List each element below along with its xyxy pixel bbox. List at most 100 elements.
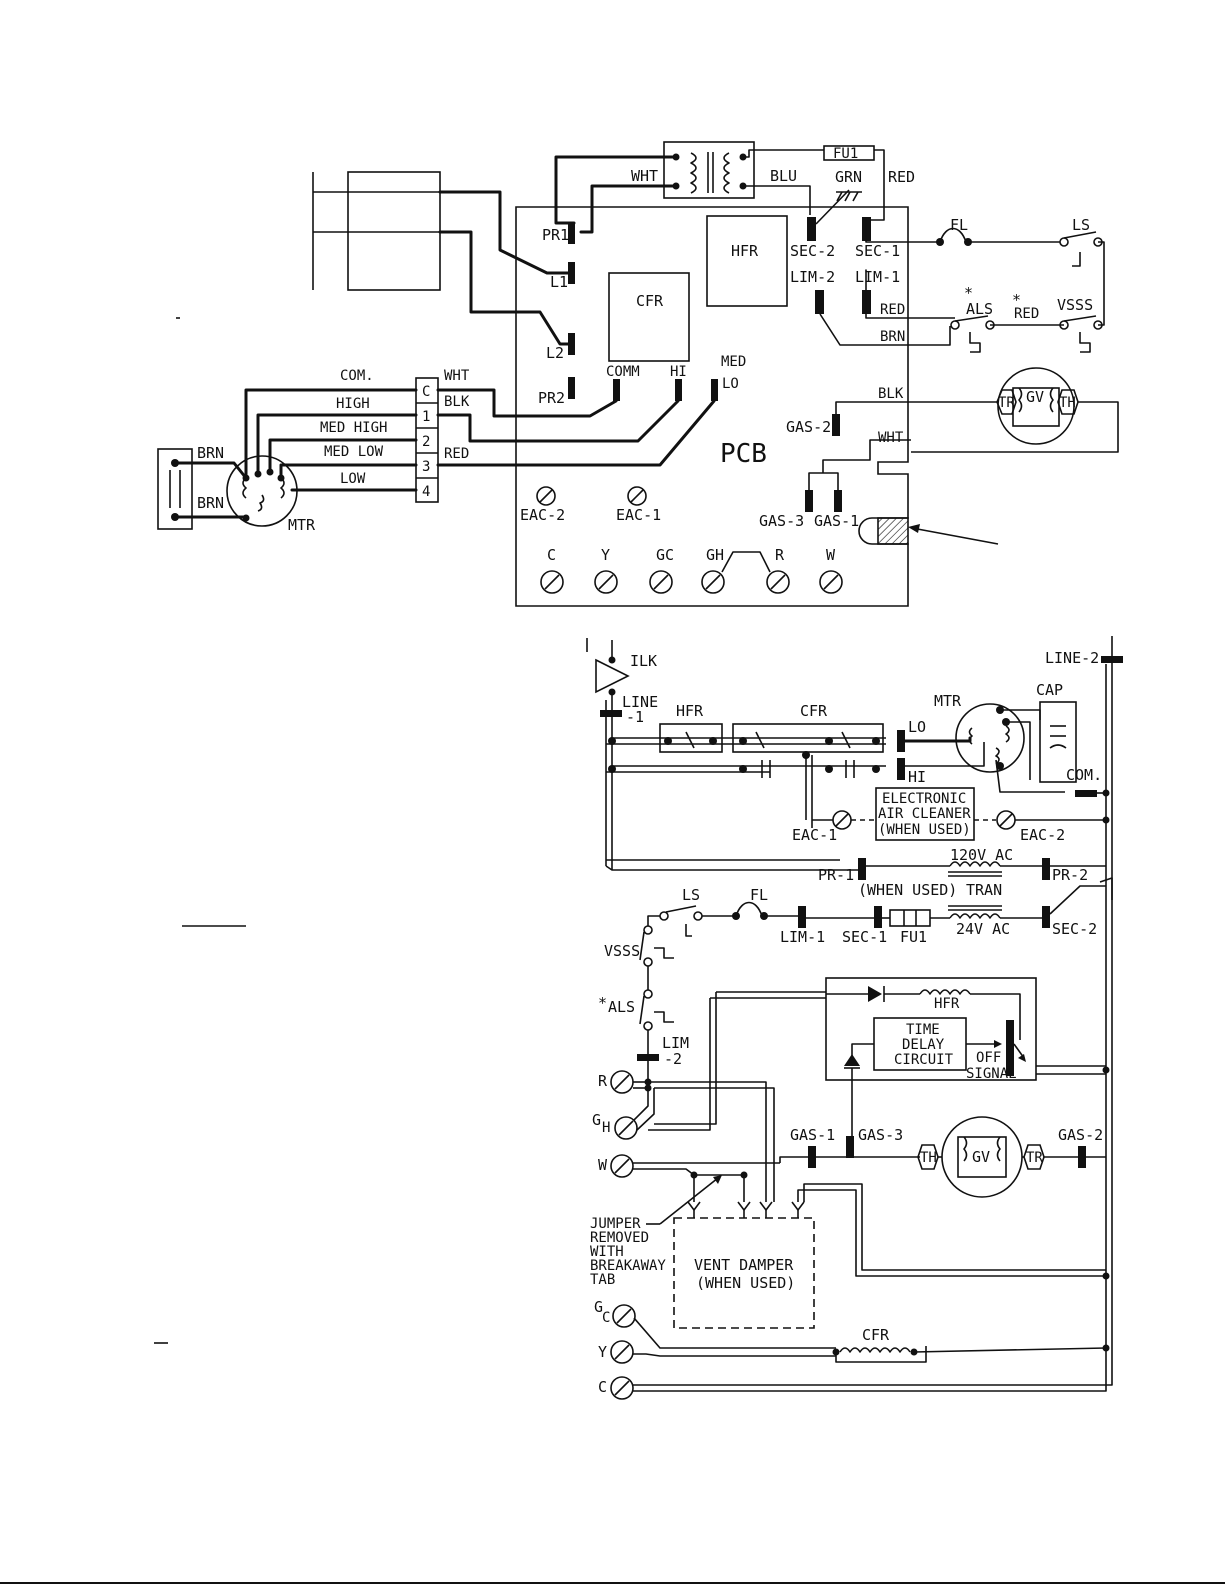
svg-text:BREAKAWAY: BREAKAWAY <box>590 1258 666 1274</box>
wire-label-blu: BLU <box>770 167 797 185</box>
svg-text:MTR: MTR <box>934 692 962 710</box>
svg-text:1: 1 <box>422 409 430 425</box>
term-med: MED <box>721 354 746 370</box>
pcb-outline <box>515 206 909 607</box>
svg-text:REMOVED: REMOVED <box>590 1230 649 1246</box>
svg-text:CIRCUIT: CIRCUIT <box>894 1052 954 1068</box>
svg-text:ALS: ALS <box>608 998 635 1016</box>
svg-text:W: W <box>826 546 836 564</box>
term-pr2: PR2 <box>538 389 565 407</box>
svg-text:R: R <box>775 546 785 564</box>
svg-text:Y: Y <box>598 1343 607 1361</box>
svg-text:OFF: OFF <box>976 1050 1001 1066</box>
svg-text:LIM-1: LIM-1 <box>780 928 825 946</box>
svg-text:BRN: BRN <box>197 444 224 462</box>
svg-text:PR-1: PR-1 <box>818 866 854 884</box>
term-l2: L2 <box>546 344 564 362</box>
svg-text:C: C <box>602 1310 610 1326</box>
svg-text:-1: -1 <box>626 708 644 726</box>
term-eac1: EAC-1 <box>616 506 661 524</box>
svg-text:EAC-1: EAC-1 <box>792 826 837 844</box>
wire-label-wht-pri: WHT <box>631 167 658 185</box>
svg-text:BLK: BLK <box>444 394 470 410</box>
cfr-relay <box>608 272 690 362</box>
svg-text:TRAN: TRAN <box>966 881 1002 899</box>
schematic-diagram: ILK LINE -1 LINE-2 HFR CFR <box>154 636 1123 1400</box>
svg-text:WHT: WHT <box>444 368 470 384</box>
svg-text:(WHEN USED): (WHEN USED) <box>878 822 971 838</box>
svg-text:MTR: MTR <box>288 516 316 534</box>
svg-text:2: 2 <box>422 434 430 450</box>
gas-valve: GV TR TH <box>911 367 1119 453</box>
svg-text:VENT DAMPER: VENT DAMPER <box>694 1256 794 1274</box>
svg-text:LS: LS <box>682 886 700 904</box>
vsss-label: VSSS <box>1057 296 1093 314</box>
motor-capacitor: BRN BRN <box>157 444 248 530</box>
term-pr1: PR1 <box>542 226 569 244</box>
ls-label: LS <box>1072 216 1090 234</box>
motor-speed-block: C 1 2 3 4 COM. HIGH MED HIGH MED LOW LOW… <box>320 368 470 503</box>
svg-text:CFR: CFR <box>800 702 828 720</box>
svg-text:4: 4 <box>422 484 430 500</box>
term-lo: LO <box>722 376 739 392</box>
junction-box <box>312 171 441 291</box>
term-l1: L1 <box>550 273 568 291</box>
thermostat-terminals: C Y GC GH R W <box>540 546 843 594</box>
svg-text:CAP: CAP <box>1036 681 1063 699</box>
svg-text:SEC-2: SEC-2 <box>1052 920 1097 938</box>
wire-label-red-lim: RED <box>880 302 905 318</box>
svg-text:HFR: HFR <box>934 996 960 1012</box>
svg-text:EAC-2: EAC-2 <box>1020 826 1065 844</box>
svg-text:C: C <box>422 384 430 400</box>
als-label: ALS <box>966 300 993 318</box>
transformer <box>663 141 755 199</box>
screw-eac2 <box>536 486 556 506</box>
svg-text:MED LOW: MED LOW <box>324 444 384 460</box>
svg-text:RED: RED <box>444 446 469 462</box>
svg-text:FU1: FU1 <box>900 928 927 946</box>
svg-text:CFR: CFR <box>862 1326 890 1344</box>
svg-text:SEC-1: SEC-1 <box>842 928 887 946</box>
svg-text:HI: HI <box>908 768 926 786</box>
term-gas3: GAS-3 <box>759 512 804 530</box>
svg-text:Y: Y <box>601 546 610 564</box>
breakaway-tab <box>877 517 909 545</box>
wire-label-brn: BRN <box>880 329 905 345</box>
wire-label-grn: GRN <box>835 168 862 186</box>
svg-text:3: 3 <box>422 459 430 475</box>
pcb-label: PCB <box>720 439 767 469</box>
svg-text:G: G <box>594 1298 603 1316</box>
svg-text:VSSS: VSSS <box>604 942 640 960</box>
svg-text:*: * <box>964 284 973 302</box>
cfr-label: CFR <box>636 292 664 310</box>
svg-text:(WHEN USED): (WHEN USED) <box>696 1274 795 1292</box>
svg-text:-2: -2 <box>664 1050 682 1068</box>
hfr-relay <box>706 215 788 307</box>
svg-text:COM.: COM. <box>1066 766 1102 784</box>
svg-text:GH: GH <box>706 546 724 564</box>
fuse-label: FU1 <box>833 146 858 162</box>
svg-text:WITH: WITH <box>590 1244 624 1260</box>
svg-text:TH: TH <box>1059 395 1076 411</box>
svg-text:LO: LO <box>908 718 926 736</box>
svg-text:HFR: HFR <box>676 702 704 720</box>
svg-text:G: G <box>592 1111 601 1129</box>
vent-plug-connectors <box>687 1201 805 1218</box>
svg-text:R: R <box>598 1072 608 1090</box>
svg-text:GC: GC <box>656 546 674 564</box>
svg-text:TR: TR <box>1026 1150 1043 1166</box>
svg-text:W: W <box>598 1156 608 1174</box>
svg-text:GV: GV <box>972 1148 990 1166</box>
screw-eac1 <box>627 486 647 506</box>
term-lim1: LIM-1 <box>855 268 900 286</box>
wire-label-red-sec: RED <box>888 168 915 186</box>
wire-label-red-vsss: RED <box>1014 306 1039 322</box>
svg-text:AIR CLEANER: AIR CLEANER <box>878 806 971 822</box>
svg-text:GV: GV <box>1026 388 1044 406</box>
term-comm: COMM <box>606 364 640 380</box>
svg-text:H: H <box>602 1120 610 1136</box>
svg-text:GAS-3: GAS-3 <box>858 1126 903 1144</box>
term-gas1: GAS-1 <box>814 512 859 530</box>
svg-text:C: C <box>547 546 556 564</box>
vent-damper <box>673 1217 815 1329</box>
